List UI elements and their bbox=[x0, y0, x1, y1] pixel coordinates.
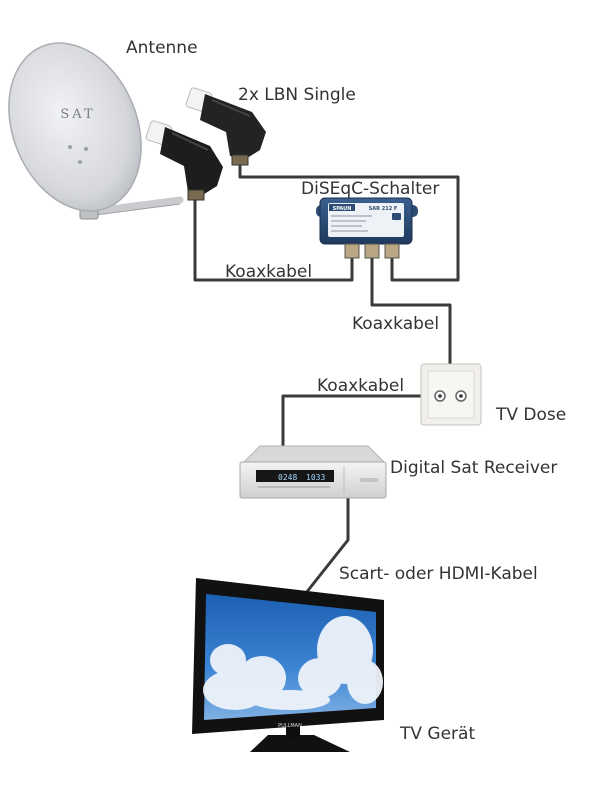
cable-lnb1-to-switch bbox=[193, 198, 354, 282]
cable-receiver-to-tv bbox=[300, 496, 350, 599]
tv-screen-clouds bbox=[203, 616, 383, 710]
cable-lnb2-to-switch bbox=[238, 165, 460, 282]
dish-logo: SAT bbox=[60, 107, 95, 122]
label-tv-dose: TV Dose bbox=[496, 405, 567, 425]
receiver-display-channel: 0248 bbox=[278, 473, 297, 482]
dish-reflector bbox=[8, 42, 142, 212]
label-antenne: Antenne bbox=[126, 38, 198, 58]
label-tv-geraet: TV Gerät bbox=[400, 724, 476, 744]
switch-model-label: SAR 212 F bbox=[369, 206, 398, 212]
label-receiver: Digital Sat Receiver bbox=[390, 458, 558, 478]
label-koaxkabel-1: Koaxkabel bbox=[225, 262, 313, 282]
satellite-dish: SAT bbox=[8, 42, 184, 220]
receiver-device: 0248 1033 bbox=[239, 445, 387, 499]
tv-brand-label: PULLMAN bbox=[278, 723, 302, 729]
cables bbox=[193, 165, 460, 599]
receiver-display-time: 1033 bbox=[306, 473, 325, 482]
label-diseqc-switch: DiSEqC-Schalter bbox=[301, 179, 440, 199]
lnb-rear bbox=[185, 87, 266, 166]
tv-dose-device bbox=[420, 363, 482, 426]
switch-brand-label: SPAUN bbox=[333, 206, 352, 212]
cable-dose-to-receiver bbox=[281, 394, 438, 452]
label-lnb: 2x LBN Single bbox=[238, 85, 356, 105]
cable-switch-to-dose bbox=[370, 258, 452, 368]
label-koaxkabel-2: Koaxkabel bbox=[352, 314, 440, 334]
dish-arm bbox=[84, 196, 184, 216]
diseqc-switch-device: SPAUN SAR 212 F bbox=[316, 197, 418, 259]
tv-device: PULLMAN bbox=[192, 578, 384, 752]
lnb-front bbox=[145, 120, 223, 201]
label-hdmi-cable: Scart- oder HDMI-Kabel bbox=[339, 564, 538, 584]
label-koaxkabel-3: Koaxkabel bbox=[317, 376, 405, 396]
